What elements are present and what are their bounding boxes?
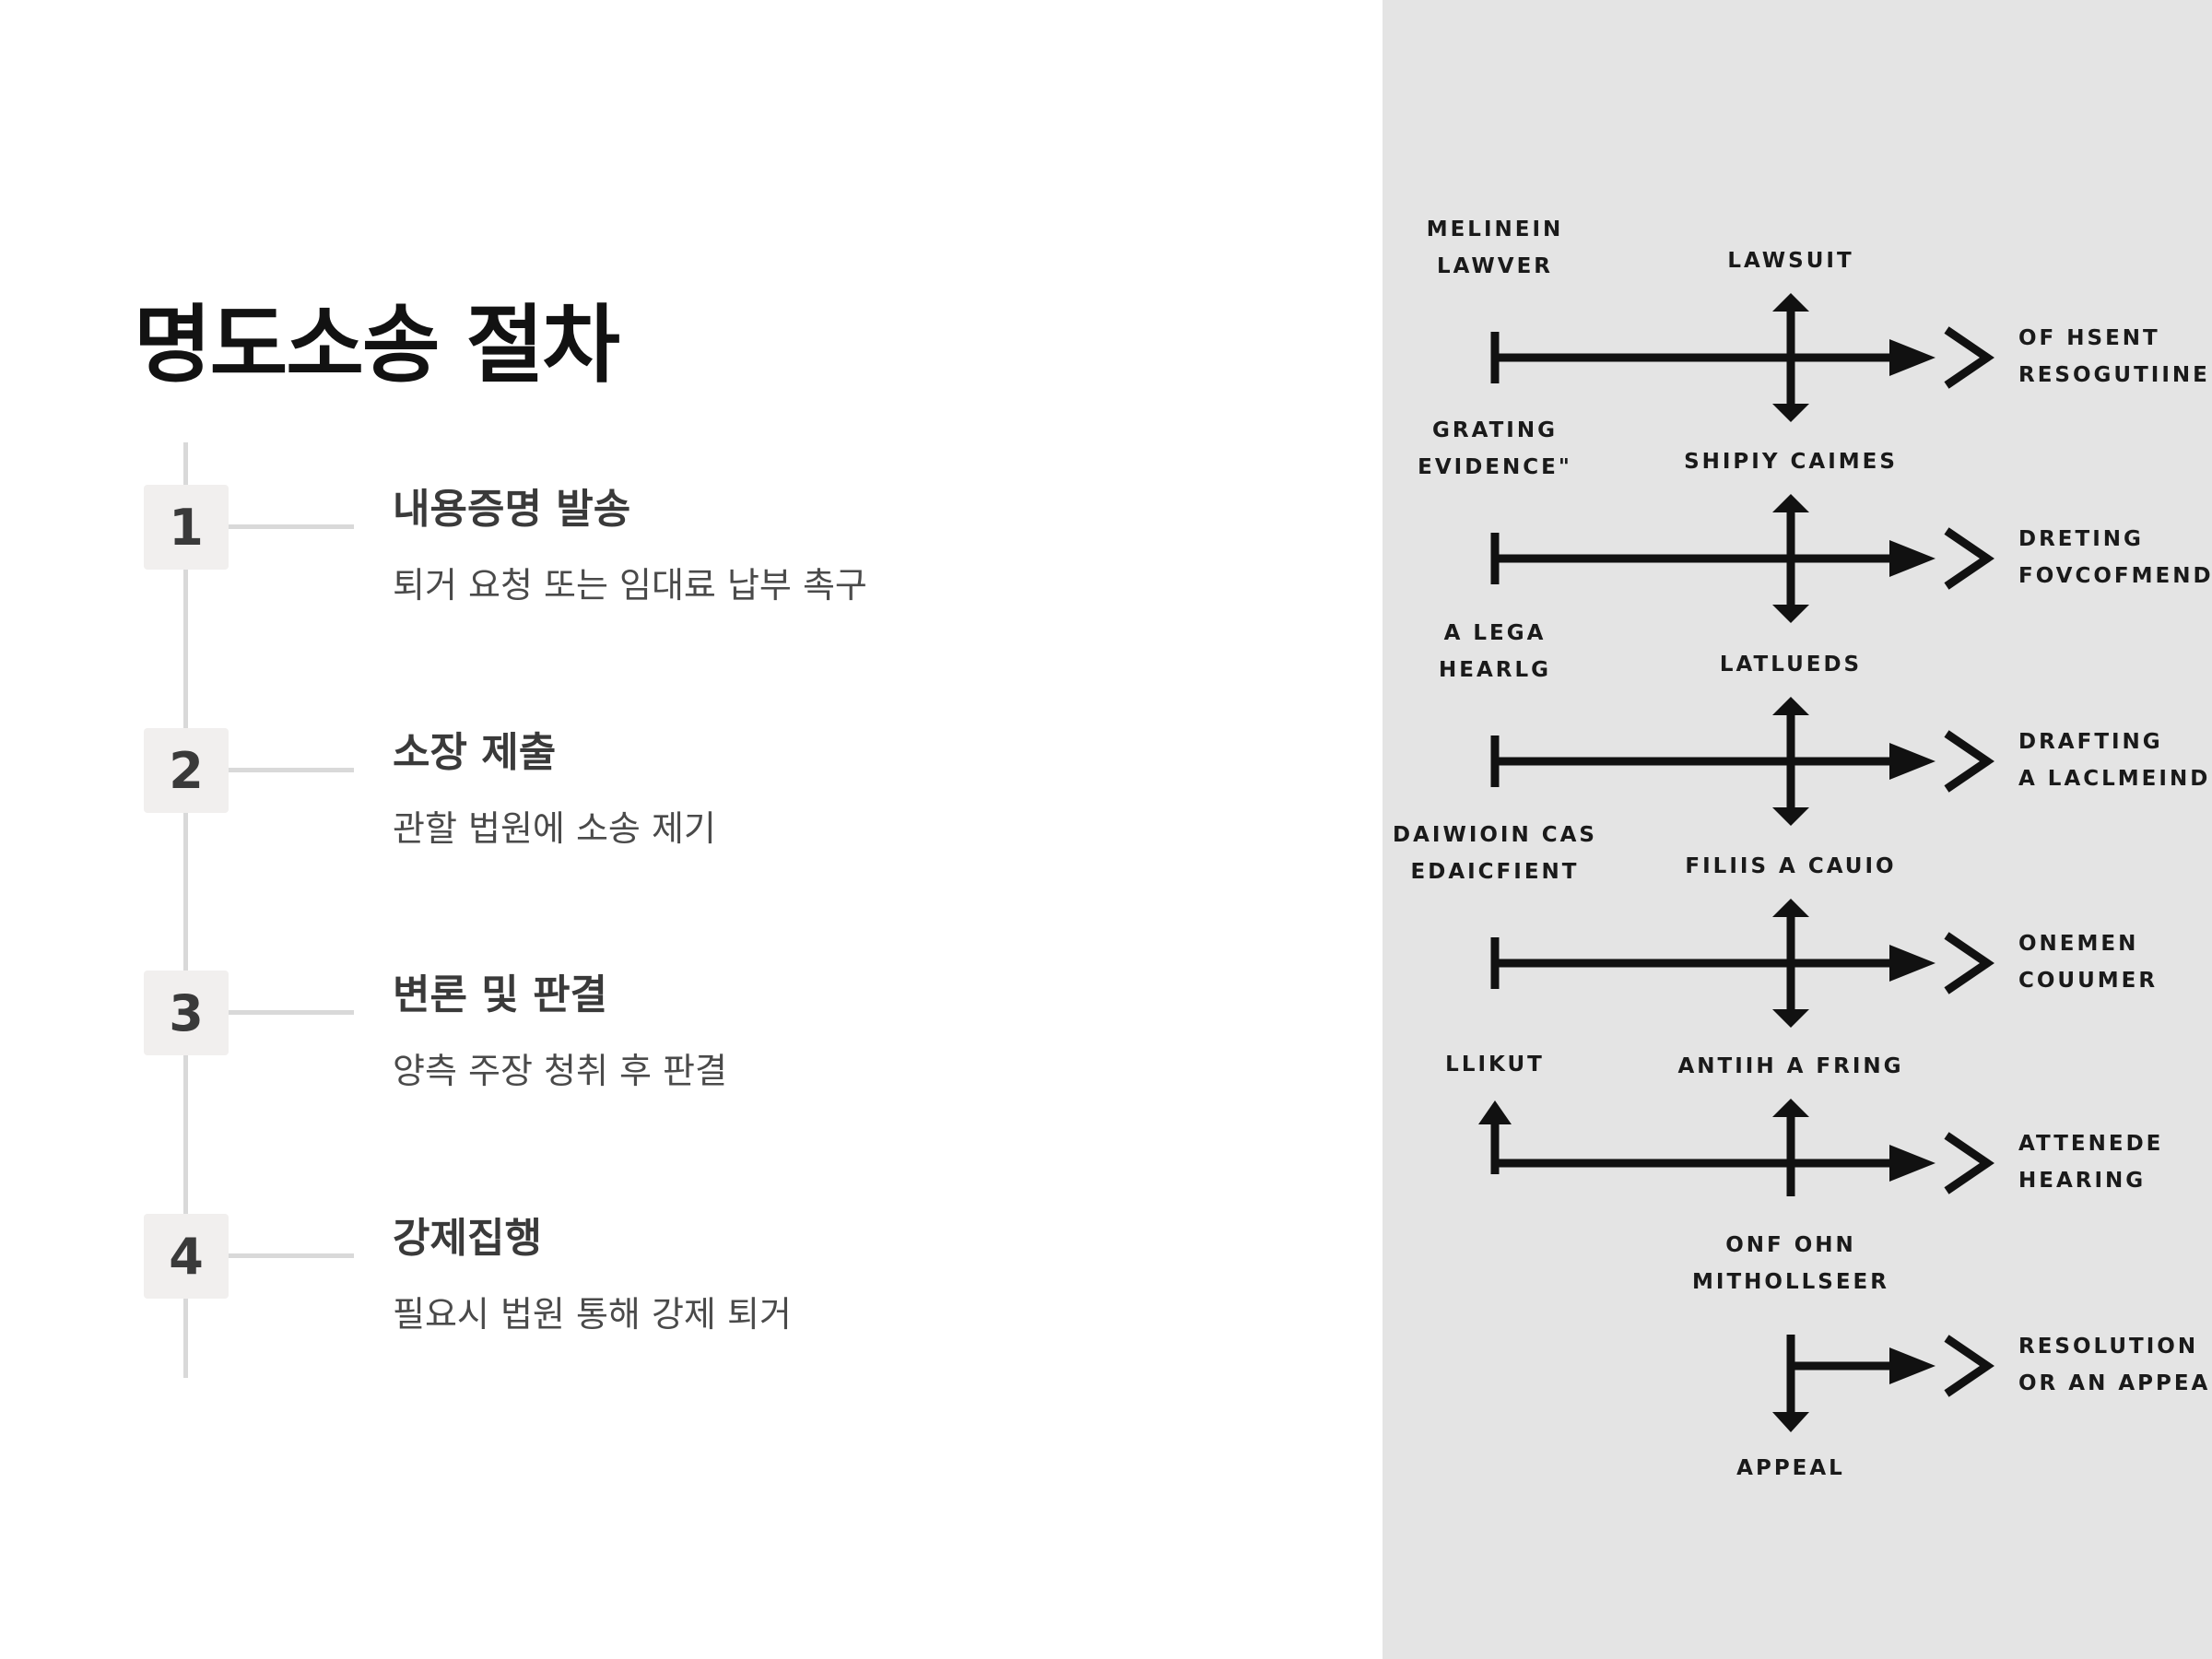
node-label-right: A LACLMEIND (2018, 767, 2210, 791)
arrow-down-icon (1772, 807, 1809, 826)
node-label-left: MELINEIN (1427, 218, 1564, 241)
arrowhead-icon (1889, 945, 1936, 982)
timeline-line (183, 442, 188, 1378)
step-description: 필요시 법원 통해 강제 퇴거 (393, 1294, 792, 1335)
timeline-step-3: 3 변론 및 판결 양측 주장 청취 후 판결 (0, 971, 1382, 1136)
arrow-up-icon (1772, 899, 1809, 917)
chevron-right-icon (1944, 527, 1994, 590)
node-label-right: OR AN APPEAL (2018, 1371, 2212, 1395)
node-label-mid: ANTIIH A FRING (1677, 1054, 1903, 1078)
step-title: 소장 제출 (393, 729, 557, 776)
node-label-mid: ONF OHN (1725, 1233, 1856, 1257)
step-connector (229, 768, 354, 772)
node-label-mid: LATLUEDS (1720, 653, 1862, 677)
arrowhead-icon (1889, 743, 1936, 780)
step-title: 강제집행 (393, 1215, 542, 1262)
node-label-left: DAIWIOIN CAS (1393, 823, 1597, 847)
node-label-left: EVIDENCE" (1418, 455, 1572, 479)
node-label-right: RESOGUTIINE (2018, 363, 2210, 387)
arrow-down-icon (1772, 1009, 1809, 1028)
arrowhead-icon (1889, 540, 1936, 577)
chevron-right-icon (1944, 326, 1994, 389)
chevron-right-icon (1944, 1132, 1994, 1194)
node-label-right: DRAFTING (2018, 730, 2163, 754)
arrowhead-icon (1889, 339, 1936, 376)
arrow-up-icon (1772, 697, 1809, 715)
arrow-up-icon (1772, 293, 1809, 312)
arrow-up-icon (1772, 1099, 1809, 1117)
arrowhead-icon (1889, 1347, 1936, 1384)
chevron-right-icon (1944, 730, 1994, 793)
arrow-up-icon (1478, 1100, 1512, 1124)
node-label-right: ATTENEDE (2018, 1132, 2163, 1156)
node-label-mid: FILIIS A CAUIO (1685, 854, 1896, 878)
node-label-mid: MITHOLLSEER (1692, 1270, 1889, 1294)
step-connector (229, 524, 354, 529)
chevron-right-icon (1944, 1335, 1994, 1397)
node-label-right: HEARING (2018, 1169, 2146, 1193)
step-number-badge: 2 (144, 728, 229, 813)
node-label-left: LLIKUT (1445, 1053, 1545, 1077)
node-label-left: A LEGA (1444, 621, 1547, 645)
step-number-badge: 3 (144, 971, 229, 1055)
step-connector (229, 1010, 354, 1015)
arrow-down-icon (1772, 605, 1809, 623)
step-title: 내용증명 발송 (393, 486, 631, 533)
step-description: 양측 주장 청취 후 판결 (393, 1051, 727, 1091)
node-label-mid: SHIPIY CAIMES (1684, 450, 1898, 474)
node-label-right: FOVCOFMEND (2018, 564, 2212, 588)
node-label-left: EDAICFIENT (1411, 860, 1580, 884)
timeline-step-1: 1 내용증명 발송 퇴거 요청 또는 임대료 납부 촉구 (0, 485, 1382, 651)
step-description: 관할 법원에 소송 제기 (393, 808, 716, 849)
left-panel: 명도소송 절차 1 내용증명 발송 퇴거 요청 또는 임대료 납부 촉구 2 소… (0, 296, 1382, 1380)
node-label-right: ONEMEN (2018, 932, 2138, 956)
node-label-right: RESOLUTION (2018, 1335, 2198, 1359)
arrow-down-icon (1772, 1412, 1809, 1432)
process-flow-diagram: MELINEIN LAWVER LAWSUIT OF HSENT RESOGUTIINE… (1393, 218, 2212, 1480)
arrowhead-icon (1889, 1145, 1936, 1182)
node-label-bottom: APPEAL (1736, 1456, 1845, 1480)
chevron-right-icon (1944, 932, 1994, 994)
timeline-step-4: 4 강제집행 필요시 법원 통해 강제 퇴거 (0, 1214, 1382, 1380)
node-label-right: DRETING (2018, 527, 2144, 551)
arrow-up-icon (1772, 494, 1809, 512)
node-label-right: OF HSENT (2018, 326, 2160, 350)
arrow-down-icon (1772, 404, 1809, 422)
step-number-badge: 4 (144, 1214, 229, 1299)
node-label-right: COUUMER (2018, 969, 2158, 993)
timeline-step-2: 2 소장 제출 관할 법원에 소송 제기 (0, 728, 1382, 894)
node-label-left: LAWVER (1437, 254, 1553, 278)
step-connector (229, 1253, 354, 1258)
page-title: 명도소송 절차 (134, 296, 620, 394)
step-number-badge: 1 (144, 485, 229, 570)
node-label-mid: LAWSUIT (1727, 249, 1853, 273)
step-title: 변론 및 판결 (393, 971, 608, 1018)
step-description: 퇴거 요청 또는 임대료 납부 촉구 (393, 565, 867, 606)
process-diagram-panel: MELINEIN LAWVER LAWSUIT OF HSENT RESOGUTIINE… (1382, 0, 2212, 1659)
node-label-left: HEARLG (1439, 658, 1551, 682)
node-label-left: GRATING (1432, 418, 1558, 442)
